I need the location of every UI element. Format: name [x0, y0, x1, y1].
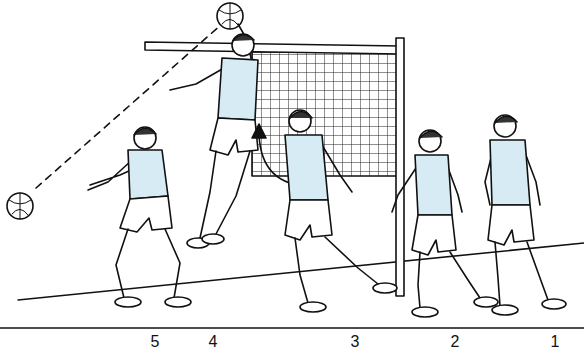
net-band	[145, 42, 400, 54]
net-mesh	[252, 52, 398, 176]
player	[88, 127, 191, 307]
position-number: 2	[451, 334, 460, 350]
net-pole	[396, 38, 404, 296]
ball	[7, 193, 33, 219]
base-line	[0, 327, 584, 329]
player	[392, 130, 498, 317]
position-number: 4	[209, 334, 218, 350]
player	[485, 115, 566, 315]
player	[285, 110, 397, 312]
arrow-head	[252, 124, 266, 138]
player	[170, 24, 258, 248]
position-number: 3	[351, 334, 360, 350]
position-number: 5	[151, 334, 160, 350]
position-number: 1	[551, 334, 560, 350]
